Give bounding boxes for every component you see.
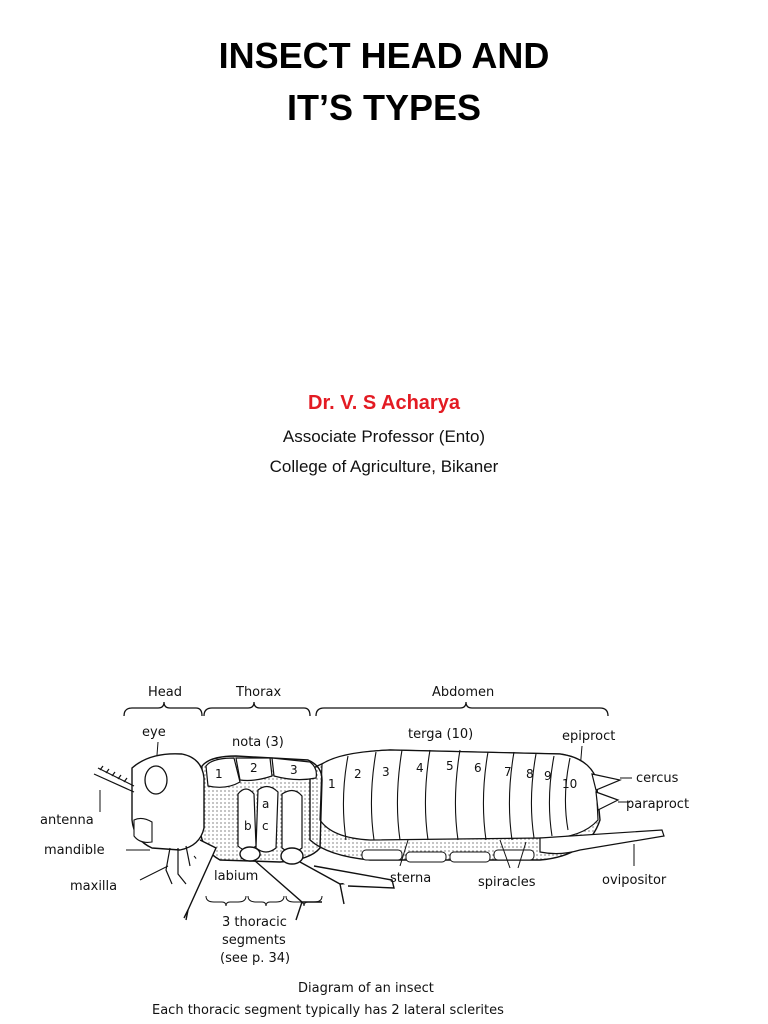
label-head: Head	[148, 685, 182, 700]
label-abdomen: Abdomen	[432, 685, 494, 700]
author-institution: College of Agriculture, Bikaner	[269, 457, 499, 476]
sclerite-letter: c	[262, 819, 269, 833]
label-mandible: mandible	[44, 843, 105, 858]
insect-diagram: Head Thorax Abdomen eye nota (3) terga (…	[40, 670, 740, 1024]
label-paraproct: paraproct	[626, 797, 689, 812]
abdomen-num: 1	[328, 777, 336, 791]
maxilla-shape	[165, 845, 191, 885]
abdomen-num: 2	[354, 767, 362, 781]
caption-title: Diagram of an insect	[298, 981, 434, 996]
label-thorax: Thorax	[235, 685, 281, 700]
label-eye: eye	[142, 725, 166, 740]
thorax-num: 3	[290, 763, 298, 777]
title-line-1: INSECT HEAD AND	[218, 35, 550, 76]
sclerite-letter: b	[244, 819, 252, 833]
label-spiracles: spiracles	[478, 875, 536, 890]
label-antenna: antenna	[40, 813, 94, 828]
insect-diagram-svg: Head Thorax Abdomen eye nota (3) terga (…	[40, 685, 689, 1018]
label-thoracic-1: 3 thoracic	[222, 915, 287, 930]
label-maxilla: maxilla	[70, 879, 117, 894]
label-thoracic-2: segments	[222, 933, 286, 948]
brace-abdomen	[315, 701, 609, 717]
title-line-2: IT’S TYPES	[286, 87, 482, 128]
paraproct-shape	[595, 791, 620, 811]
compound-eye	[144, 765, 168, 795]
slide-title: INSECT HEAD AND IT’S TYPES	[0, 30, 768, 134]
label-epiproct: epiproct	[562, 729, 615, 744]
label-labium: labium	[214, 869, 258, 884]
brace-head	[123, 701, 203, 717]
abdomen-segment-numbers: 1 2 3 4 5 6 7 8 9 10	[328, 759, 577, 791]
abdomen-num: 5	[446, 759, 454, 773]
author-name: Dr. V. S Acharya	[308, 392, 460, 414]
abdomen-num: 10	[562, 777, 577, 791]
label-thoracic-3: (see p. 34)	[220, 951, 290, 966]
author-position: Associate Professor (Ento)	[282, 427, 486, 446]
brace-thorax	[203, 701, 311, 717]
abdomen-num: 8	[526, 767, 534, 781]
abdomen-num: 6	[474, 761, 482, 775]
abdomen-num: 7	[504, 765, 512, 779]
ovipositor-shape	[539, 829, 665, 855]
abdomen-num: 4	[416, 761, 424, 775]
label-terga: terga (10)	[408, 727, 473, 742]
epiproct-shape	[591, 773, 623, 791]
abdomen-num: 9	[544, 769, 552, 783]
thorax-num: 1	[215, 767, 223, 781]
label-cercus: cercus	[636, 771, 679, 786]
label-nota: nota (3)	[232, 735, 284, 750]
antenna-shape	[93, 765, 135, 793]
label-sterna: sterna	[390, 871, 431, 886]
label-ovipositor: ovipositor	[602, 873, 667, 888]
abdomen-num: 3	[382, 765, 390, 779]
caption-text: Each thoracic segment typically has 2 la…	[152, 1003, 504, 1018]
sclerite-letter: a	[262, 797, 269, 811]
thorax-num: 2	[250, 761, 258, 775]
